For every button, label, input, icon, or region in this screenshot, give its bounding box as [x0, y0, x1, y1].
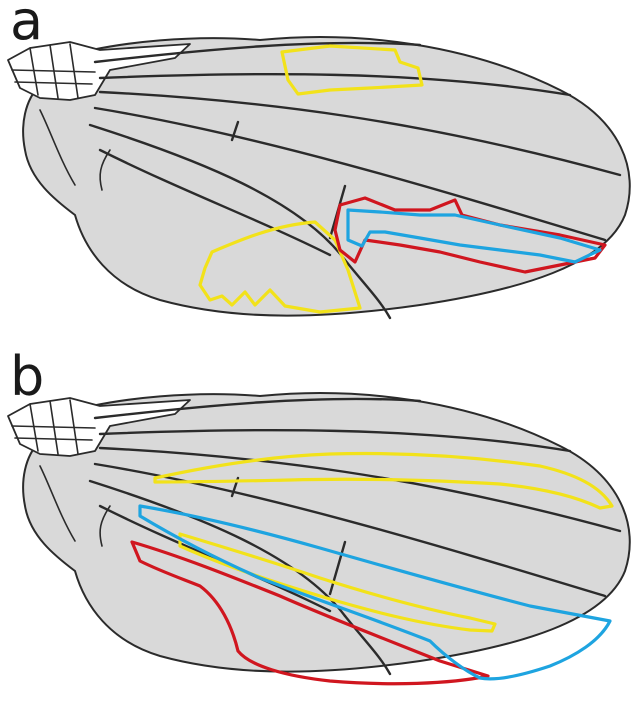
wing-diagram-b	[0, 356, 636, 706]
panel-a: a	[0, 0, 636, 350]
panel-b: b	[0, 356, 636, 706]
wing-diagram-a	[0, 0, 636, 350]
